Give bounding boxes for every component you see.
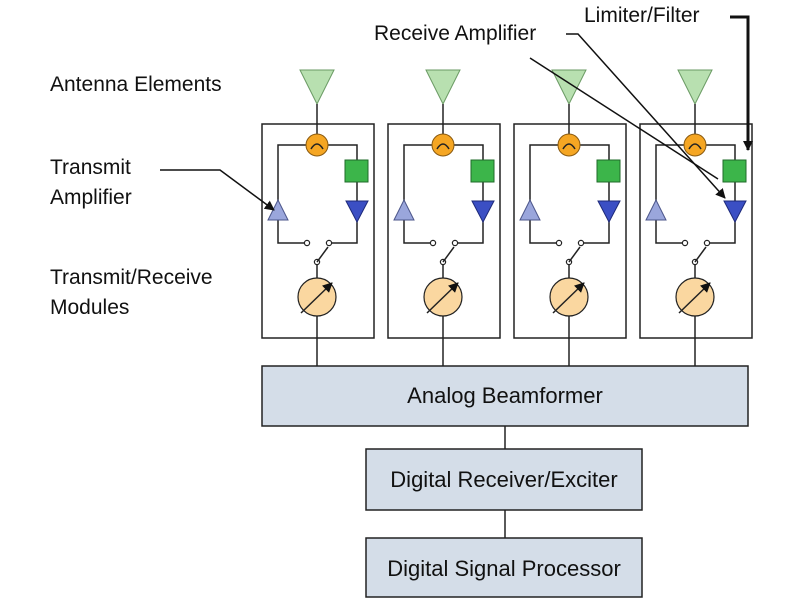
receive-path-line (706, 144, 736, 244)
antenna-icon (425, 69, 461, 106)
switch-contact-transmit (681, 239, 689, 247)
circulator-arrow-icon (688, 143, 702, 150)
limiter-filter-icon (596, 159, 621, 183)
switch-contact-transmit (429, 239, 437, 247)
limiter-filter-label: Limiter/Filter (584, 4, 700, 27)
switch-contact-receive (325, 239, 333, 247)
circulator-arrow-icon (562, 143, 576, 150)
digital-receiver-exciter-label: Digital Receiver/Exciter (390, 467, 617, 492)
transmit-amplifier-icon (267, 198, 289, 221)
circulator-icon (557, 133, 581, 157)
receive-path-line (580, 144, 610, 244)
receive-amplifier-pointer (566, 33, 726, 199)
antenna-icon (677, 69, 713, 106)
module-1 (261, 69, 375, 366)
limiter-filter-pointer (730, 15, 753, 151)
switch-contact-transmit (303, 239, 311, 247)
trm-label-line2: Modules (50, 296, 129, 319)
digital-signal-processor-block (365, 537, 643, 598)
module-frame (261, 123, 375, 339)
phase-shifter-arrow-icon (552, 282, 585, 314)
switch-contact-receive (451, 239, 459, 247)
module-frame (639, 123, 753, 339)
limiter-filter-icon (470, 159, 495, 183)
transmit-amplifier-pointer (160, 169, 275, 211)
phase-shifter-arrow-icon (678, 282, 711, 314)
transmit-path-line (403, 144, 433, 244)
trm-label-line1: Transmit/Receive (50, 266, 213, 289)
switch-contact-receive (703, 239, 711, 247)
antenna-elements-label: Antenna Elements (50, 73, 222, 96)
switch-arm (316, 246, 329, 263)
switch-contact-transmit (555, 239, 563, 247)
analog-beamformer-block (261, 365, 749, 427)
receive-amplifier-icon (471, 200, 495, 224)
module-frame (513, 123, 627, 339)
transmit-path-line (529, 144, 559, 244)
limiter-filter-icon (722, 159, 747, 183)
digital-signal-processor-label: Digital Signal Processor (387, 556, 621, 581)
phase-shifter-arrow-icon (426, 282, 459, 314)
switch-arm (568, 246, 581, 263)
module-3 (513, 69, 627, 366)
module-2 (387, 69, 501, 366)
circulator-icon (683, 133, 707, 157)
switch-contact-receive (577, 239, 585, 247)
receive-amplifier-icon (723, 200, 747, 224)
circulator-icon (431, 133, 455, 157)
transmit-path-line (277, 144, 307, 244)
circulator-icon (305, 133, 329, 157)
phase-shifter-arrow-icon (300, 282, 333, 314)
switch-arm (442, 246, 455, 263)
analog-beamformer-label: Analog Beamformer (407, 383, 603, 408)
receive-amplifier-icon (345, 200, 369, 224)
circulator-arrow-icon (436, 143, 450, 150)
transmit-amplifier-label-line1: Transmit (50, 156, 131, 179)
receive-path-line (328, 144, 358, 244)
receive-amplifier-label: Receive Amplifier (374, 22, 536, 45)
transmit-amplifier-icon (519, 198, 541, 221)
transmit-path-line (655, 144, 685, 244)
receive-amplifier-icon (597, 200, 621, 224)
transmit-amplifier-label-line2: Amplifier (50, 186, 132, 209)
antenna-icon (299, 69, 335, 106)
receive-amplifier-pointer-shaft (529, 57, 719, 180)
limiter-filter-icon (344, 159, 369, 183)
transmit-amplifier-icon (393, 198, 415, 221)
transmit-receive-modules (261, 69, 753, 366)
transmit-amplifier-icon (645, 198, 667, 221)
module-4 (639, 69, 753, 366)
receive-path-line (454, 144, 484, 244)
module-frame (387, 123, 501, 339)
circulator-arrow-icon (310, 143, 324, 150)
digital-receiver-exciter-block (365, 448, 643, 511)
switch-arm (694, 246, 707, 263)
